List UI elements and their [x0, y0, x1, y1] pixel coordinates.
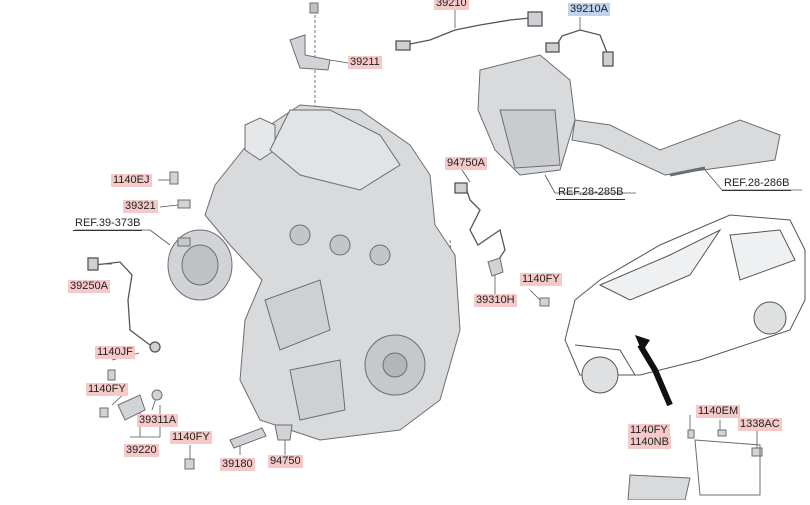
engine-assembly: [204, 104, 461, 441]
ref-label-28-285b: REF.28-285B: [556, 186, 626, 200]
part-label-39180: 39180: [220, 458, 255, 471]
part-label-1140em: 1140EM: [696, 405, 741, 418]
part-label-1140fy-ecu: 1140FY: [628, 424, 670, 437]
part-label-94750: 94750: [268, 455, 303, 468]
part-label-39310h: 39310H: [474, 294, 517, 307]
ref-label-28-286b: REF.28-286B: [722, 177, 792, 191]
part-label-39211: 39211: [348, 56, 382, 69]
part-label-1140fy-right: 1140FY: [520, 273, 562, 286]
small-parts: [99, 171, 763, 470]
part-label-1338ac: 1338AC: [738, 418, 782, 431]
catalytic-converter: [477, 54, 576, 176]
harness-94750a: [454, 182, 506, 266]
bracket-39211: [289, 2, 331, 71]
part-label-94750a: 94750A: [445, 157, 487, 170]
part-label-1140jf: 1140JF: [95, 346, 135, 359]
part-label-39321: 39321: [123, 200, 158, 213]
part-label-39311a: 39311A: [137, 414, 179, 427]
ref-label-39-373b: REF.39-373B: [73, 217, 143, 231]
part-label-39220: 39220: [124, 444, 159, 457]
part-label-39210a: 39210A: [568, 3, 610, 16]
part-label-1140fy-left: 1140FY: [86, 383, 128, 396]
sensor-cable-39250a: [87, 257, 161, 353]
part-label-39250a: 39250A: [68, 280, 110, 293]
location-arrow: [635, 335, 673, 407]
oxygen-sensor-39210a: [545, 29, 614, 67]
alternator: [167, 229, 233, 301]
part-label-1140ej: 1140EJ: [111, 174, 152, 187]
exhaust-pipe: [571, 119, 781, 177]
vehicle-outline: [564, 214, 806, 394]
part-label-1140fy-bottom: 1140FY: [170, 431, 212, 444]
part-label-1140nb: 1140NB: [628, 436, 671, 449]
oxygen-sensor-39210: [395, 11, 543, 51]
part-label-39210: 39210: [434, 0, 469, 10]
ecu-bracket: [627, 439, 761, 501]
